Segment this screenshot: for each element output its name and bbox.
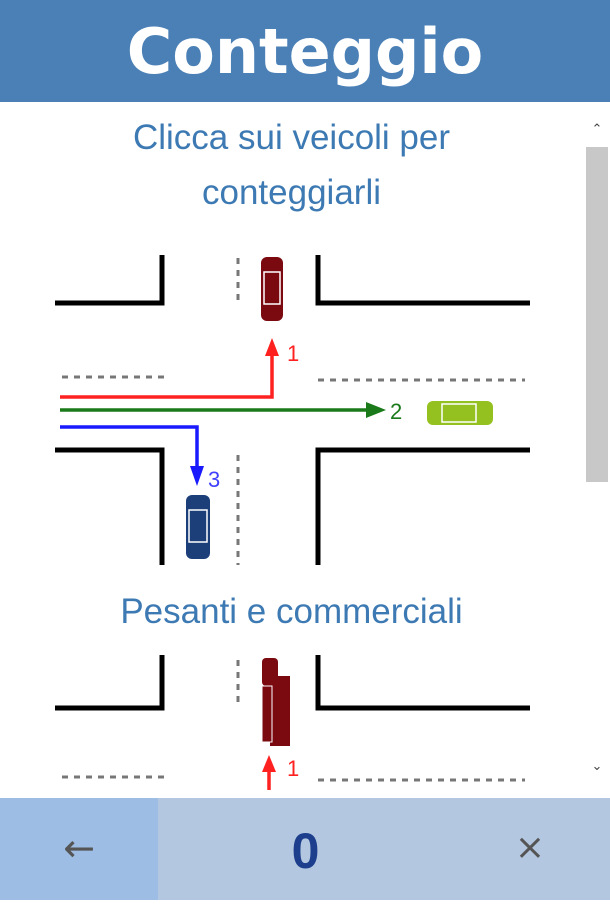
app-title: Conteggio [0,0,610,102]
scroll-down-icon[interactable]: ⌄ [591,759,603,774]
close-button[interactable]: × [470,798,590,900]
route-label-2: 2 [390,399,402,424]
lane-markings [62,258,525,565]
curb [55,447,165,565]
car-red-button[interactable] [261,257,283,321]
truck-button[interactable] [261,658,290,746]
curb [315,255,530,306]
route-2: 2 [60,399,402,424]
close-icon: × [514,827,546,868]
back-arrow-icon: ← [63,826,95,870]
route-1: 1 [60,338,299,399]
intersection-light [55,255,530,565]
curb [55,255,165,306]
route-label-1: 1 [287,341,299,366]
scrollbar-thumb[interactable] [586,147,608,482]
curb [315,447,530,565]
intersection-heavy [55,655,530,711]
instruction-line: Clicca sui veicoli per conteggiarli [132,118,451,212]
route-label-3: 3 [208,467,220,492]
scrollbar[interactable]: ⌃ ⌄ [584,115,610,780]
heavy-route-1: 1 [262,755,299,790]
content-area: Clicca sui veicoli per conteggiarli Pesa… [0,102,583,798]
car-green-button[interactable] [427,401,493,425]
heavy-route-label-1: 1 [287,756,299,781]
heavy-section-title: Pesanti e commerciali [120,592,463,631]
scroll-up-icon[interactable]: ⌃ [591,122,603,137]
car-blue-button[interactable] [186,495,210,559]
count-display: 0 [291,823,320,879]
route-3: 3 [60,425,220,492]
bottom-bar: ← 0 × [0,798,610,900]
back-button[interactable]: ← [0,798,158,900]
instruction-text: Clicca sui veicoli per conteggiarli [0,110,583,220]
intersection-diagrams: 1 2 3 [55,255,530,790]
